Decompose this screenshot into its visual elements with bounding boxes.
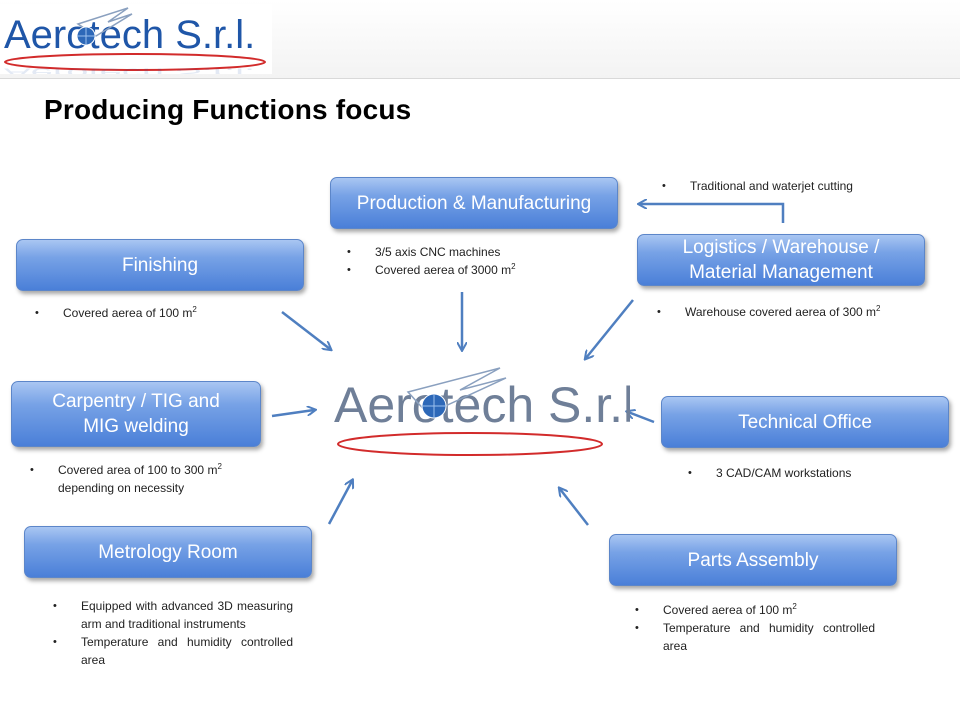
node-assembly-label: Parts Assembly [687, 549, 819, 571]
list-item: Covered aerea of 3000 m2 [347, 261, 567, 279]
arrow-technical-to-center [628, 412, 655, 424]
list-item: Temperature and humidity controlled area [53, 633, 293, 669]
center-logo-graphic: Aerotech S.r.l. [334, 367, 648, 456]
globe-icon [76, 26, 96, 46]
list-item: 3/5 axis CNC machines [347, 243, 567, 261]
node-logistics-label-line1: Logistics / Warehouse / [682, 237, 880, 258]
finishing-details: Covered aerea of 100 m2 [35, 304, 255, 322]
production-details: 3/5 axis CNC machines Covered aerea of 3… [347, 243, 567, 279]
logo-ring-icon [337, 432, 603, 456]
node-technical-label: Technical Office [738, 411, 872, 433]
arrow-assembly-to-center [560, 489, 589, 526]
carpentry-details: Covered area of 100 to 300 m2 depending … [30, 461, 270, 497]
node-production-label: Production & Manufacturing [356, 192, 592, 214]
header-logo-text: Aerotech S.r.l. [4, 13, 255, 57]
arrow-finishing-to-center [281, 311, 330, 349]
node-finishing[interactable]: Finishing [16, 239, 304, 291]
logo-ring-icon [4, 53, 266, 71]
arrow-carpentry-to-center [271, 410, 314, 418]
technical-details: 3 CAD/CAM workstations [688, 464, 928, 482]
center-logo: Aerotech S.r.l. [330, 362, 648, 467]
node-carpentry-label-line2: MIG welding [83, 416, 189, 437]
node-logistics-warehouse[interactable]: Logistics / Warehouse / Material Managem… [637, 234, 925, 286]
node-logistics-label-line2: Material Management [689, 262, 873, 283]
metrology-details: Equipped with advanced 3D measuring arm … [53, 597, 293, 669]
page-title: Producing Functions focus [44, 94, 412, 125]
node-finishing-label: Finishing [121, 254, 199, 276]
list-item: Covered area of 100 to 300 m2 depending … [30, 461, 270, 497]
node-carpentry-welding[interactable]: Carpentry / TIG and MIG welding [11, 381, 261, 447]
node-parts-assembly[interactable]: Parts Assembly [609, 534, 897, 586]
assembly-details: Covered aerea of 100 m2 Temperature and … [635, 601, 875, 655]
list-item: Warehouse covered aerea of 300 m2 [657, 303, 937, 321]
list-item: 3 CAD/CAM workstations [688, 464, 928, 482]
list-item: Covered aerea of 100 m2 [635, 601, 875, 619]
header-logo[interactable]: Aerotech S.r.l. Aerotech S.r.l. [0, 4, 272, 81]
arrow-metrology-to-center [327, 481, 352, 525]
node-production-manufacturing[interactable]: Production & Manufacturing [330, 177, 618, 229]
arrow-logistics-to-center [586, 299, 634, 358]
arrow-logistics-to-production [640, 204, 785, 223]
node-metrology-label: Metrology Room [98, 541, 238, 563]
logistics-details: Warehouse covered aerea of 300 m2 [657, 303, 937, 321]
list-item: Equipped with advanced 3D measuring arm … [53, 597, 293, 633]
node-carpentry-label-line1: Carpentry / TIG and [52, 391, 220, 412]
list-item: Traditional and waterjet cutting [662, 177, 922, 195]
logistics-note: Traditional and waterjet cutting [662, 177, 922, 195]
node-technical-office[interactable]: Technical Office [661, 396, 949, 448]
list-item: Temperature and humidity controlled area [635, 619, 875, 655]
list-item: Covered aerea of 100 m2 [35, 304, 255, 322]
globe-icon [421, 393, 447, 419]
node-metrology-room[interactable]: Metrology Room [24, 526, 312, 578]
center-logo-text: Aerotech S.r.l. [334, 377, 630, 433]
